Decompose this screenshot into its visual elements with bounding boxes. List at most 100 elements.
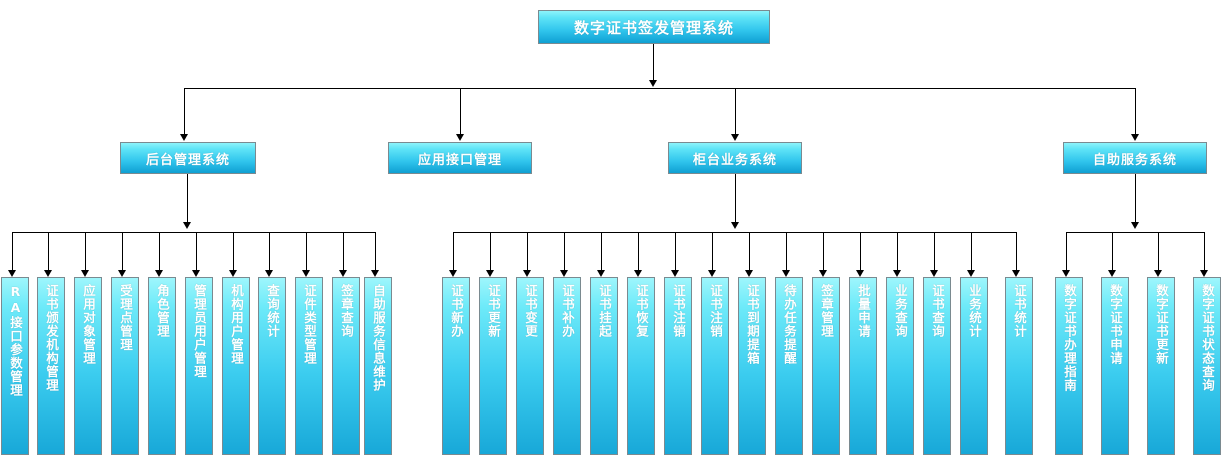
arrow-g4-4 bbox=[1200, 270, 1208, 277]
node-leaf-business-query[interactable]: 业务查询 bbox=[886, 277, 914, 455]
node-leaf-cert-query[interactable]: 证书查询 bbox=[923, 277, 951, 455]
arrow-g1-10 bbox=[339, 270, 347, 277]
arrow-g1-6 bbox=[192, 270, 200, 277]
node-leaf-label: 证件类型管理 bbox=[302, 284, 317, 365]
connector-bus-group3 bbox=[453, 232, 1016, 233]
node-leaf-label: 证书颁发机构管理 bbox=[44, 284, 59, 392]
arrow-g3-5 bbox=[597, 270, 605, 277]
node-leaf-label: 受理点管理 bbox=[118, 284, 133, 352]
node-leaf-label: 签章查询 bbox=[339, 284, 354, 338]
node-leaf-cert-status-query[interactable]: 数字证书状态查询 bbox=[1193, 277, 1221, 455]
node-leaf-seal-query[interactable]: 签章查询 bbox=[332, 277, 360, 455]
node-leaf-label: 证书查询 bbox=[930, 284, 945, 338]
node-leaf-query-stats[interactable]: 查询统计 bbox=[258, 277, 286, 455]
connector-drop-g3-2 bbox=[490, 232, 491, 270]
node-leaf-admin-user-mgmt[interactable]: 管理员用户管理 bbox=[185, 277, 213, 455]
node-leaf-label: 证书注销 bbox=[708, 284, 723, 338]
node-leaf-cert-reissue[interactable]: 证书补办 bbox=[553, 277, 581, 455]
arrow-lvl2-1 bbox=[180, 134, 188, 141]
node-leaf-label: 业务统计 bbox=[967, 284, 982, 338]
arrow-g1-2 bbox=[44, 270, 52, 277]
node-root-label: 数字证书签发管理系统 bbox=[573, 18, 734, 37]
connector-drop-g3-13 bbox=[897, 232, 898, 270]
node-leaf-app-object-mgmt[interactable]: 应用对象管理 bbox=[74, 277, 102, 455]
arrow-stem-group1 bbox=[183, 222, 191, 229]
arrow-g3-3 bbox=[523, 270, 531, 277]
node-level2-backoffice[interactable]: 后台管理系统 bbox=[120, 142, 256, 174]
arrow-lvl2-3 bbox=[731, 134, 739, 141]
arrow-g1-9 bbox=[302, 270, 310, 277]
arrow-g3-2 bbox=[486, 270, 494, 277]
node-level2-backoffice-label: 后台管理系统 bbox=[145, 152, 230, 168]
node-leaf-acceptance-point[interactable]: 受理点管理 bbox=[111, 277, 139, 455]
connector-bus-group4 bbox=[1066, 232, 1204, 233]
connector-bus-group1 bbox=[12, 232, 375, 233]
arrow-g3-16 bbox=[1012, 270, 1020, 277]
node-leaf-business-stats[interactable]: 业务统计 bbox=[960, 277, 988, 455]
node-leaf-cert-apply[interactable]: 数字证书申请 bbox=[1101, 277, 1129, 455]
node-leaf-cert-renew[interactable]: 证书更新 bbox=[479, 277, 507, 455]
arrow-g3-6 bbox=[634, 270, 642, 277]
node-leaf-cert-revoke-2[interactable]: 证书注销 bbox=[701, 277, 729, 455]
node-root[interactable]: 数字证书签发管理系统 bbox=[538, 10, 770, 44]
node-level2-api[interactable]: 应用接口管理 bbox=[388, 142, 532, 174]
arrow-root-stem bbox=[649, 80, 657, 87]
connector-drop-lvl2-1 bbox=[184, 88, 185, 134]
node-leaf-cert-new[interactable]: 证书新办 bbox=[442, 277, 470, 455]
node-leaf-ca-org-mgmt[interactable]: 证书颁发机构管理 bbox=[37, 277, 65, 455]
node-leaf-ra-interface-param[interactable]: RA接口参数管理 bbox=[1, 277, 29, 455]
arrow-g4-1 bbox=[1062, 270, 1070, 277]
arrow-g3-12 bbox=[856, 270, 864, 277]
connector-drop-g1-1 bbox=[12, 232, 13, 270]
connector-drop-g3-14 bbox=[934, 232, 935, 270]
node-leaf-cert-guide[interactable]: 数字证书办理指南 bbox=[1055, 277, 1083, 455]
node-leaf-label: 机构用户管理 bbox=[229, 284, 244, 365]
node-leaf-role-mgmt[interactable]: 角色管理 bbox=[148, 277, 176, 455]
node-leaf-cert-suspend[interactable]: 证书挂起 bbox=[590, 277, 618, 455]
node-leaf-label: 证书新办 bbox=[449, 284, 464, 338]
node-leaf-label: 证书更新 bbox=[486, 284, 501, 338]
node-leaf-selfservice-info[interactable]: 自助服务信息维护 bbox=[364, 277, 392, 455]
connector-root-stem bbox=[653, 44, 654, 80]
node-leaf-org-user-mgmt[interactable]: 机构用户管理 bbox=[222, 277, 250, 455]
arrow-g3-4 bbox=[560, 270, 568, 277]
node-leaf-cert-update[interactable]: 数字证书更新 bbox=[1147, 277, 1175, 455]
arrow-stem-group4 bbox=[1131, 222, 1139, 229]
connector-drop-g1-10 bbox=[343, 232, 344, 270]
node-leaf-cert-expiry-box[interactable]: 证书到期提箱 bbox=[738, 277, 766, 455]
arrow-g3-8 bbox=[708, 270, 716, 277]
node-level2-selfservice-label: 自助服务系统 bbox=[1092, 152, 1177, 168]
connector-drop-g1-5 bbox=[159, 232, 160, 270]
node-leaf-label: 待办任务提醒 bbox=[782, 284, 797, 365]
arrow-g4-2 bbox=[1108, 270, 1116, 277]
arrow-g4-3 bbox=[1154, 270, 1162, 277]
connector-drop-g3-7 bbox=[675, 232, 676, 270]
node-leaf-batch-apply[interactable]: 批量申请 bbox=[849, 277, 877, 455]
connector-drop-g3-10 bbox=[786, 232, 787, 270]
connector-drop-g3-15 bbox=[971, 232, 972, 270]
connector-drop-g3-16 bbox=[1016, 232, 1017, 270]
node-leaf-seal-mgmt[interactable]: 签章管理 bbox=[812, 277, 840, 455]
node-leaf-id-type-mgmt[interactable]: 证件类型管理 bbox=[295, 277, 323, 455]
arrow-g1-3 bbox=[81, 270, 89, 277]
connector-drop-lvl2-4 bbox=[1135, 88, 1136, 134]
node-leaf-label: 数字证书办理指南 bbox=[1062, 284, 1077, 392]
node-leaf-label: 管理员用户管理 bbox=[192, 284, 207, 379]
node-level2-api-label: 应用接口管理 bbox=[417, 152, 502, 168]
arrow-g3-9 bbox=[745, 270, 753, 277]
node-leaf-cert-restore[interactable]: 证书恢复 bbox=[627, 277, 655, 455]
node-level2-selfservice[interactable]: 自助服务系统 bbox=[1063, 142, 1207, 174]
connector-drop-g1-8 bbox=[269, 232, 270, 270]
node-leaf-todo-reminder[interactable]: 待办任务提醒 bbox=[775, 277, 803, 455]
node-leaf-cert-stats[interactable]: 证书统计 bbox=[1005, 277, 1033, 455]
node-level2-counter[interactable]: 柜台业务系统 bbox=[668, 142, 802, 174]
node-leaf-cert-revoke-1[interactable]: 证书注销 bbox=[664, 277, 692, 455]
connector-drop-g1-7 bbox=[233, 232, 234, 270]
node-leaf-label: 证书恢复 bbox=[634, 284, 649, 338]
connector-drop-lvl2-3 bbox=[735, 88, 736, 134]
node-leaf-cert-change[interactable]: 证书变更 bbox=[516, 277, 544, 455]
connector-drop-g3-1 bbox=[453, 232, 454, 270]
node-leaf-label: 证书挂起 bbox=[597, 284, 612, 338]
node-leaf-label: 签章管理 bbox=[819, 284, 834, 338]
